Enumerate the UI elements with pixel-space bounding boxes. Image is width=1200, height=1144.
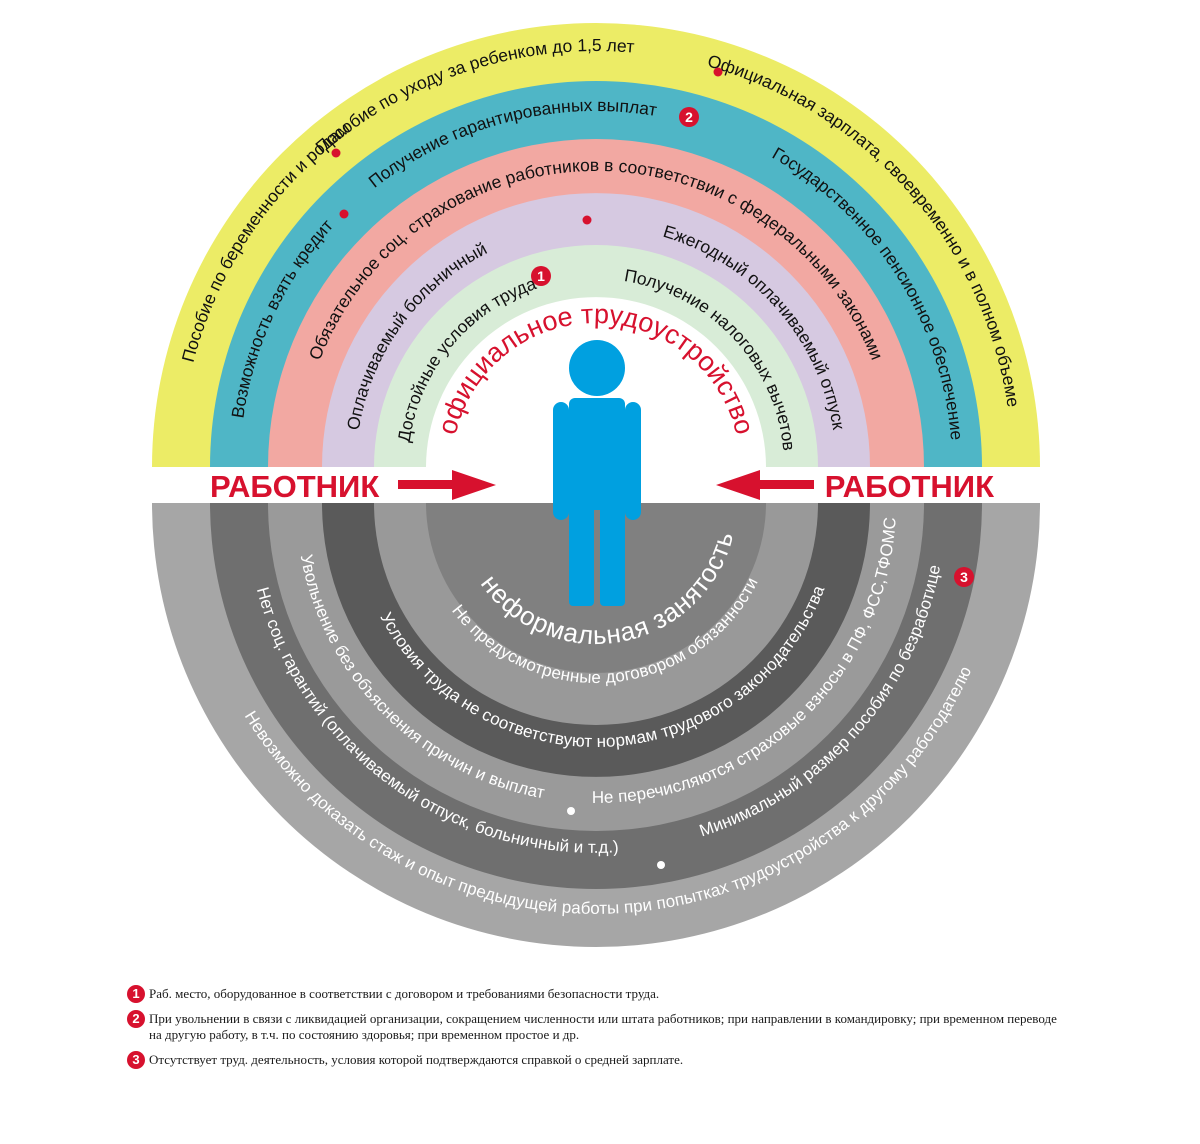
bullet	[657, 861, 665, 869]
footnote-2: 2 При увольнении в связи с ликвидацией о…	[127, 1010, 1067, 1043]
right-arrow-icon	[398, 470, 496, 500]
bullet	[582, 215, 592, 225]
ring-gray-center	[426, 503, 766, 673]
bullet	[567, 807, 575, 815]
footnote-text: Отсутствует труд. деятельность, условия …	[149, 1052, 684, 1067]
employment-diagram: Пособие по беременности и родам Пособие …	[152, 23, 1040, 947]
left-worker-label: РАБОТНИК	[210, 469, 379, 504]
footnote-text: При увольнении в связи с ликвидацией орг…	[149, 1011, 1057, 1042]
upper-rings	[152, 23, 1040, 467]
footnote-text: Раб. место, оборудованное в соответствии…	[149, 986, 660, 1001]
lower-bullets	[567, 807, 665, 869]
footnote-badge: 2	[127, 1010, 145, 1028]
badge-1: 1	[531, 266, 551, 286]
badge-3: 3	[954, 567, 974, 587]
footnote-3: 3 Отсутствует труд. деятельность, услови…	[127, 1051, 1067, 1069]
worker-figure-icon	[553, 340, 641, 606]
footnote-badge: 1	[127, 985, 145, 1003]
bullet	[331, 148, 341, 158]
middle-band: РАБОТНИК РАБОТНИК	[210, 469, 994, 504]
bullet	[339, 209, 349, 219]
upper-bullets	[331, 67, 723, 225]
badge-2: 2	[679, 107, 699, 127]
svg-text:2: 2	[685, 109, 693, 125]
lower-rings	[152, 503, 1040, 947]
svg-text:1: 1	[537, 268, 545, 284]
footnotes: 1 Раб. место, оборудованное в соответств…	[127, 985, 1067, 1077]
left-arrow-icon	[716, 470, 814, 500]
svg-text:3: 3	[960, 569, 968, 585]
footnote-1: 1 Раб. место, оборудованное в соответств…	[127, 985, 1067, 1003]
right-worker-label: РАБОТНИК	[825, 469, 994, 504]
bullet	[713, 67, 723, 77]
footnote-badge: 3	[127, 1051, 145, 1069]
